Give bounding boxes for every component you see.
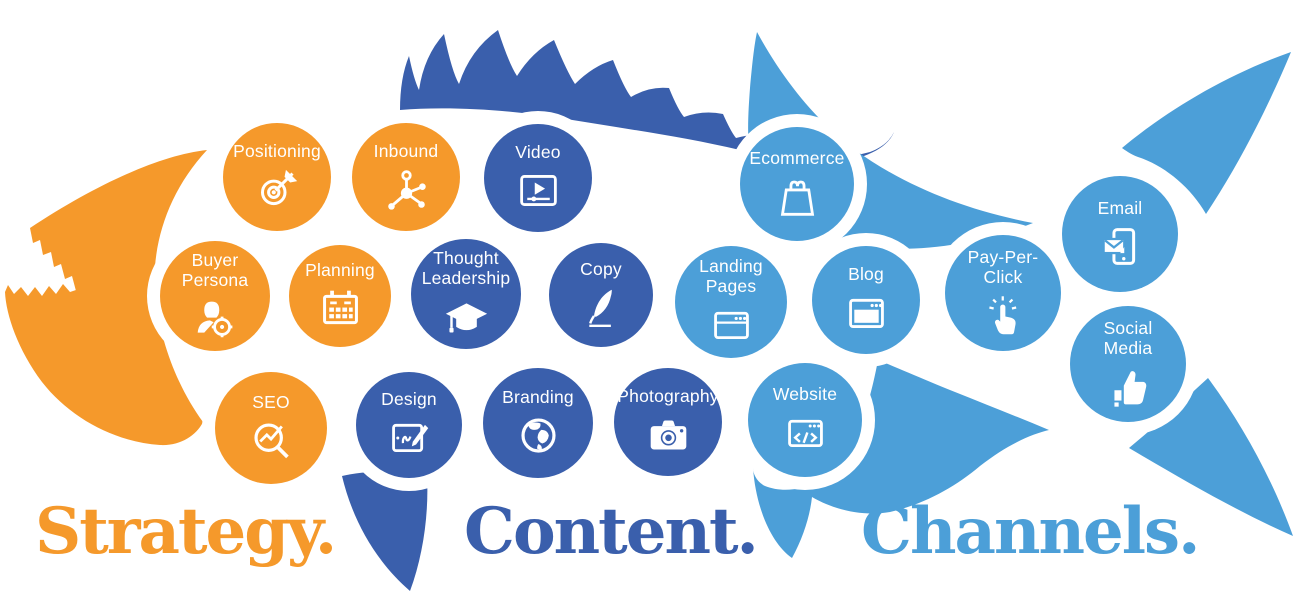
bubble-label: Ecommerce: [749, 147, 845, 168]
bubble-label: Design: [381, 388, 437, 409]
fish-dorsal-fin: [400, 30, 894, 162]
browser-window-icon: [709, 301, 754, 347]
globe-icon: [516, 412, 561, 458]
bubble-photography: Photography: [614, 368, 722, 476]
fish-pelvic-fin: [342, 471, 428, 591]
shopping-bag-icon: [775, 173, 820, 219]
website-code-icon: [783, 409, 828, 455]
fish-tail-top-lobe: [1122, 52, 1291, 214]
quill-icon: [579, 284, 624, 330]
bubble-label: Website: [772, 383, 838, 404]
camera-icon: [646, 411, 691, 457]
email-phone-icon: [1098, 223, 1143, 269]
bubble-design: Design: [356, 372, 462, 478]
bubble-pay-per-click: Pay-Per- Click: [945, 235, 1061, 351]
ppc-click-icon: [981, 292, 1026, 338]
bubble-label: Branding: [502, 386, 574, 407]
section-word-strategy: Strategy.: [35, 494, 337, 569]
bubble-seo: SEO: [215, 372, 327, 484]
bubble-label: Blog: [848, 263, 884, 284]
bubble-copy: Copy: [549, 243, 653, 347]
video-player-icon: [516, 167, 561, 213]
bubble-video: Video: [484, 124, 592, 232]
calendar-icon: [318, 285, 363, 331]
bubble-ecommerce: Ecommerce: [740, 127, 854, 241]
bubble-positioning: Positioning: [223, 123, 331, 231]
bubble-label: Pay-Per- Click: [967, 246, 1039, 287]
blog-window-icon: [844, 289, 889, 335]
section-word-channels: Channels.: [861, 494, 1200, 569]
bubble-label: Planning: [305, 259, 375, 280]
bubble-blog: Blog: [812, 246, 920, 354]
section-word-content: Content.: [464, 494, 759, 569]
seo-magnifier-icon: [249, 417, 294, 463]
bubble-label: Positioning: [233, 140, 321, 161]
bubble-buyer-persona: Buyer Persona: [160, 241, 270, 351]
target-arrow-icon: [255, 166, 300, 212]
bubble-social-media: Social Media: [1070, 306, 1186, 422]
bubble-label: Landing Pages: [699, 255, 763, 296]
bubble-label: Email: [1097, 197, 1143, 218]
bubble-label: Thought Leadership: [421, 247, 511, 288]
bubble-label: SEO: [252, 391, 290, 412]
bubble-thought-leadership: Thought Leadership: [411, 239, 521, 349]
design-tablet-icon: [387, 414, 432, 460]
buyer-persona-icon: [193, 295, 238, 341]
bubble-branding: Branding: [483, 368, 593, 478]
inbound-network-icon: [384, 166, 429, 212]
bubble-label: Photography: [617, 385, 719, 406]
bubble-label: Video: [515, 141, 561, 162]
thumbs-up-icon: [1106, 363, 1151, 409]
bubble-email: Email: [1062, 176, 1178, 292]
bubble-website: Website: [748, 363, 862, 477]
bubble-landing-pages: Landing Pages: [675, 246, 787, 358]
fish-body-lower: [753, 360, 1049, 558]
fish-head: [5, 150, 207, 446]
bubble-label: Copy: [580, 258, 622, 279]
bubble-label: Social Media: [1103, 317, 1153, 358]
bubble-label: Inbound: [373, 140, 439, 161]
bubble-inbound: Inbound: [352, 123, 460, 231]
graduation-cap-icon: [444, 293, 489, 339]
bubble-planning: Planning: [289, 245, 391, 347]
bubble-label: Buyer Persona: [181, 249, 249, 290]
